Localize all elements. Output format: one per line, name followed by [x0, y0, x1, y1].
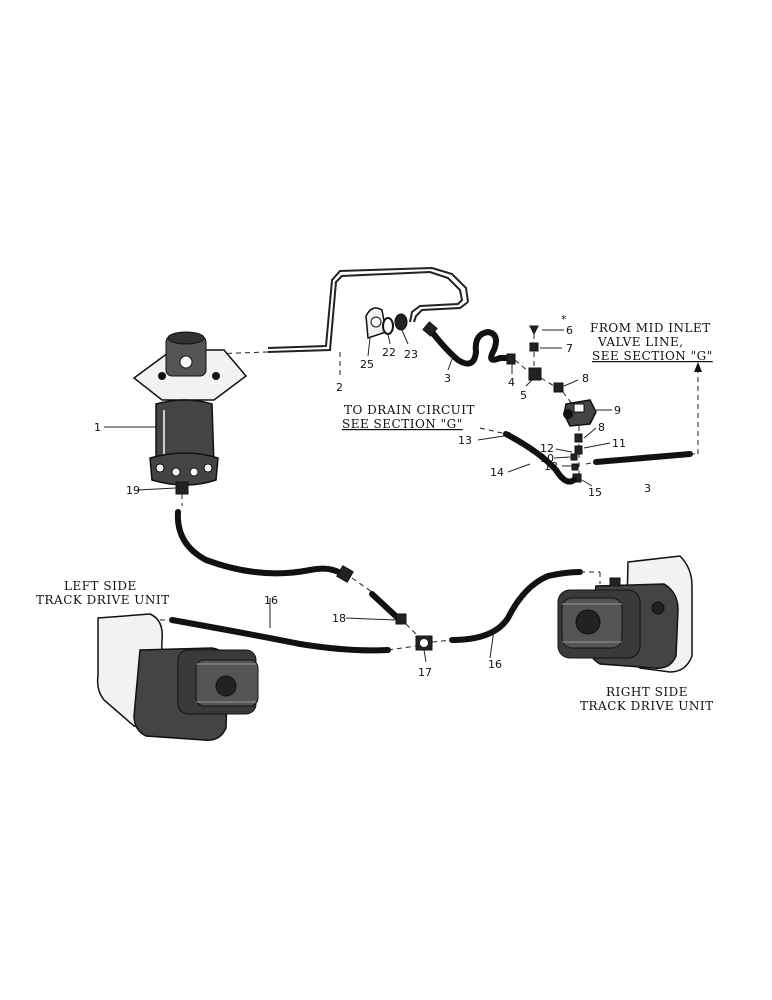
callout-14: 14 — [490, 466, 504, 479]
callout-6-star: * — [561, 313, 567, 326]
hidden-line — [585, 461, 597, 465]
leader-3a — [447, 353, 455, 371]
hidden-line — [514, 359, 530, 373]
fitting — [422, 321, 438, 337]
fitting-13a — [505, 432, 510, 437]
callout-16b: 16 — [488, 658, 502, 671]
hidden-line — [479, 427, 507, 435]
callout-13b: 13 — [544, 460, 558, 473]
callout-1: 1 — [94, 421, 101, 434]
fitting-10 — [570, 453, 578, 461]
callout-2: 2 — [336, 381, 343, 394]
hose-16-left — [169, 617, 391, 654]
note-mid-inlet-line-1: FROM MID INLET — [590, 321, 711, 335]
nut-23 — [394, 313, 408, 331]
hidden-line — [431, 639, 453, 643]
fitting-4 — [506, 353, 516, 365]
callout-8a: 8 — [582, 372, 589, 385]
tee-17 — [415, 635, 433, 651]
callout-9: 9 — [614, 404, 621, 417]
left-unit-label-1: LEFT SIDE — [64, 579, 137, 593]
callout-3b: 3 — [644, 482, 651, 495]
tube-2 — [267, 266, 469, 353]
leader-25 — [367, 337, 371, 357]
callout-4: 4 — [508, 376, 515, 389]
clamp-25 — [365, 307, 387, 340]
leader-17 — [423, 649, 427, 663]
callout-13a: 13 — [458, 434, 472, 447]
leader-8b — [583, 427, 597, 439]
right-track-drive-unit — [557, 555, 693, 673]
hose-3-right — [593, 451, 693, 465]
plug-6 — [529, 325, 539, 336]
callout-8b: 8 — [598, 421, 605, 434]
hidden-line — [405, 623, 419, 637]
valve-9 — [563, 399, 597, 427]
note-mid-inlet-line-3: SEE SECTION "G" — [592, 349, 713, 363]
leader-12 — [555, 448, 573, 453]
callout-15: 15 — [588, 486, 602, 499]
hydraulic-motor-1 — [132, 331, 248, 495]
callout-6: 6 — [566, 324, 573, 337]
hidden-line — [540, 377, 555, 387]
callout-23: 23 — [404, 348, 418, 361]
right-unit-label-2: TRACK DRIVE UNIT — [580, 699, 714, 713]
leader-11 — [583, 442, 611, 449]
callout-16a: 16 — [264, 594, 278, 607]
leader-10 — [553, 456, 571, 459]
left-unit-label-2: TRACK DRIVE UNIT — [36, 593, 170, 607]
leader-19 — [136, 487, 177, 491]
callout-25: 25 — [360, 358, 374, 371]
fitting-8a — [553, 382, 564, 393]
note-mid-inlet-line-2: VALVE LINE, — [597, 335, 684, 349]
callout-5: 5 — [520, 389, 527, 402]
leader-23 — [401, 329, 409, 345]
fitting — [336, 565, 354, 583]
leader-22 — [387, 333, 391, 345]
callout-12: 12 — [540, 442, 554, 455]
leader-8a — [563, 379, 579, 387]
hidden-line — [387, 645, 417, 651]
fitting-18 — [369, 591, 403, 623]
callout-7: 7 — [566, 342, 573, 355]
hose-3-upper — [429, 328, 515, 367]
leader-13a — [477, 435, 505, 441]
leader-14 — [507, 463, 531, 473]
fitting — [609, 577, 621, 587]
callout-10: 10 — [540, 452, 554, 465]
callout-3: 3 — [444, 372, 451, 385]
leader-16b — [489, 629, 495, 659]
note-drain-line-2: SEE SECTION "G" — [342, 417, 463, 431]
fitting-12 — [571, 463, 579, 471]
fitting-11 — [574, 445, 583, 455]
leader-18 — [345, 617, 397, 621]
leader-15 — [581, 479, 593, 487]
hidden-line — [351, 577, 373, 593]
note-drain-line-1: TO DRAIN CIRCUIT — [344, 403, 475, 417]
hose-16-upper — [174, 509, 345, 577]
arrow-up-icon — [694, 362, 702, 372]
callout-17: 17 — [418, 666, 432, 679]
callout-18: 18 — [332, 612, 346, 625]
callout-11: 11 — [612, 437, 626, 450]
fitting-8b — [574, 433, 583, 443]
left-track-drive-unit — [96, 613, 259, 741]
washer-22 — [382, 317, 394, 335]
callout-22: 22 — [382, 346, 396, 359]
leader-5 — [525, 379, 533, 387]
hidden-line — [562, 391, 573, 405]
hose-16-right — [449, 569, 583, 643]
fitting — [395, 613, 407, 625]
tee-5 — [528, 367, 542, 381]
hose-14 — [503, 431, 577, 485]
right-unit-label-1: RIGHT SIDE — [606, 685, 688, 699]
callout-19: 19 — [126, 484, 140, 497]
